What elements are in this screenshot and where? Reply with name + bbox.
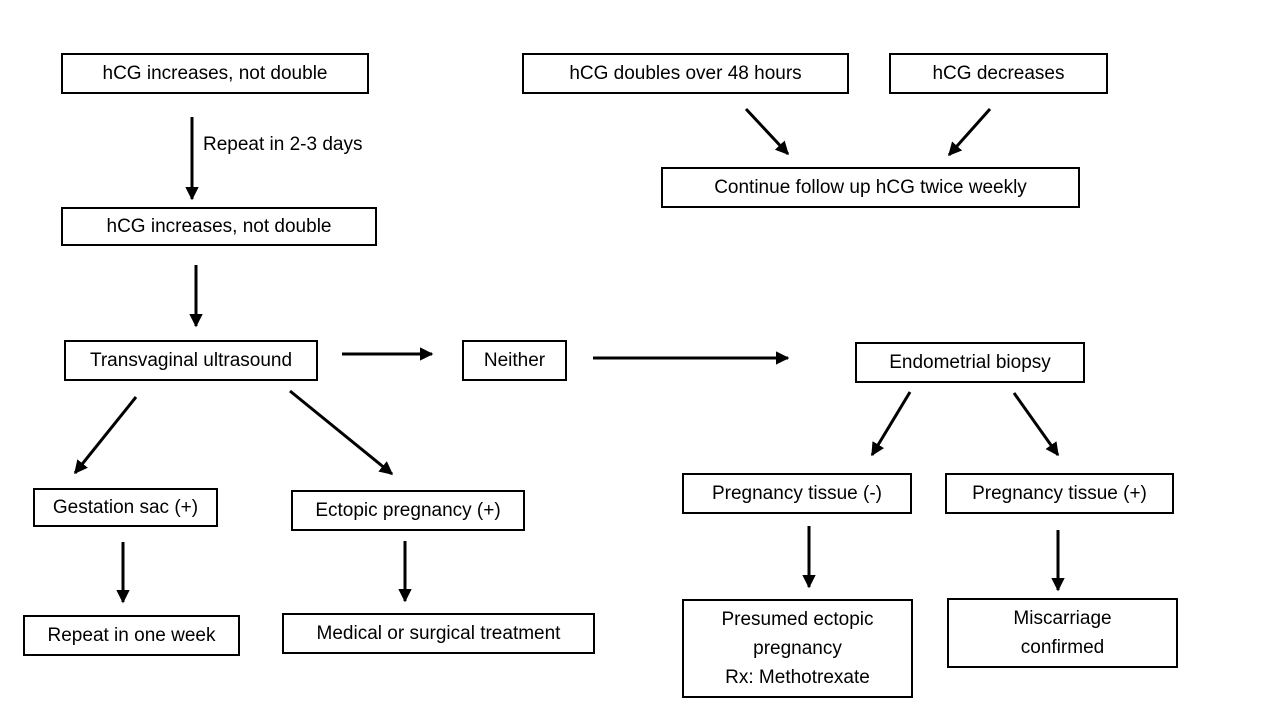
node-label: Endometrial biopsy: [889, 352, 1051, 373]
node-label: Pregnancy tissue (-): [711, 483, 882, 504]
edge-label-repeat-2-3-days: Repeat in 2-3 days: [203, 134, 363, 155]
node-label-line: Presumed ectopic: [721, 609, 874, 630]
node-ectopic-pregnancy: Ectopic pregnancy (+): [291, 490, 525, 531]
node-hcg-increases-second: hCG increases, not double: [61, 207, 377, 246]
node-gestation-sac: Gestation sac (+): [33, 488, 218, 527]
arrow-ultrasound-to-ectopic: [289, 389, 394, 476]
node-label: Transvaginal ultrasound: [89, 350, 293, 371]
node-label: hCG decreases: [932, 63, 1065, 84]
node-pregnancy-tissue-positive: Pregnancy tissue (+): [945, 473, 1174, 514]
arrow-biopsy-to-tissue-positive: [1012, 392, 1060, 457]
node-label-line: Miscarriage: [1013, 608, 1112, 629]
node-label: hCG doubles over 48 hours: [569, 63, 802, 84]
node-label: Medical or surgical treatment: [316, 623, 561, 644]
node-pregnancy-tissue-negative: Pregnancy tissue (-): [682, 473, 912, 514]
node-label: Continue follow up hCG twice weekly: [714, 177, 1027, 198]
node-presumed-ectopic-pregnancy: Presumed ectopic pregnancy Rx: Methotrex…: [682, 599, 913, 698]
node-continue-follow-up: Continue follow up hCG twice weekly: [661, 167, 1080, 208]
node-label-line: confirmed: [1020, 637, 1105, 658]
node-label-line: Rx: Methotrexate: [725, 667, 870, 688]
arrow-doubles-to-followup: [744, 107, 790, 156]
node-label: hCG increases, not double: [106, 216, 332, 237]
node-label: hCG increases, not double: [102, 63, 328, 84]
node-label: Neither: [483, 350, 546, 371]
node-label-line: pregnancy: [753, 638, 842, 659]
node-medical-surgical-treatment: Medical or surgical treatment: [282, 613, 595, 654]
arrow-decreases-to-followup: [947, 108, 992, 157]
node-label: Pregnancy tissue (+): [972, 483, 1147, 504]
arrow-biopsy-to-tissue-negative: [870, 391, 912, 457]
node-hcg-decreases: hCG decreases: [889, 53, 1108, 94]
arrow-ultrasound-to-gestation-sac: [73, 396, 138, 475]
node-hcg-increases-first: hCG increases, not double: [61, 53, 369, 94]
node-neither: Neither: [462, 340, 567, 381]
node-endometrial-biopsy: Endometrial biopsy: [855, 342, 1085, 383]
node-label: Ectopic pregnancy (+): [315, 500, 501, 521]
node-label: Gestation sac (+): [52, 497, 199, 518]
node-repeat-one-week: Repeat in one week: [23, 615, 240, 656]
node-label: Repeat in one week: [47, 625, 216, 646]
node-transvaginal-ultrasound: Transvaginal ultrasound: [64, 340, 318, 381]
node-miscarriage-confirmed: Miscarriage confirmed: [947, 598, 1178, 668]
node-hcg-doubles: hCG doubles over 48 hours: [522, 53, 849, 94]
